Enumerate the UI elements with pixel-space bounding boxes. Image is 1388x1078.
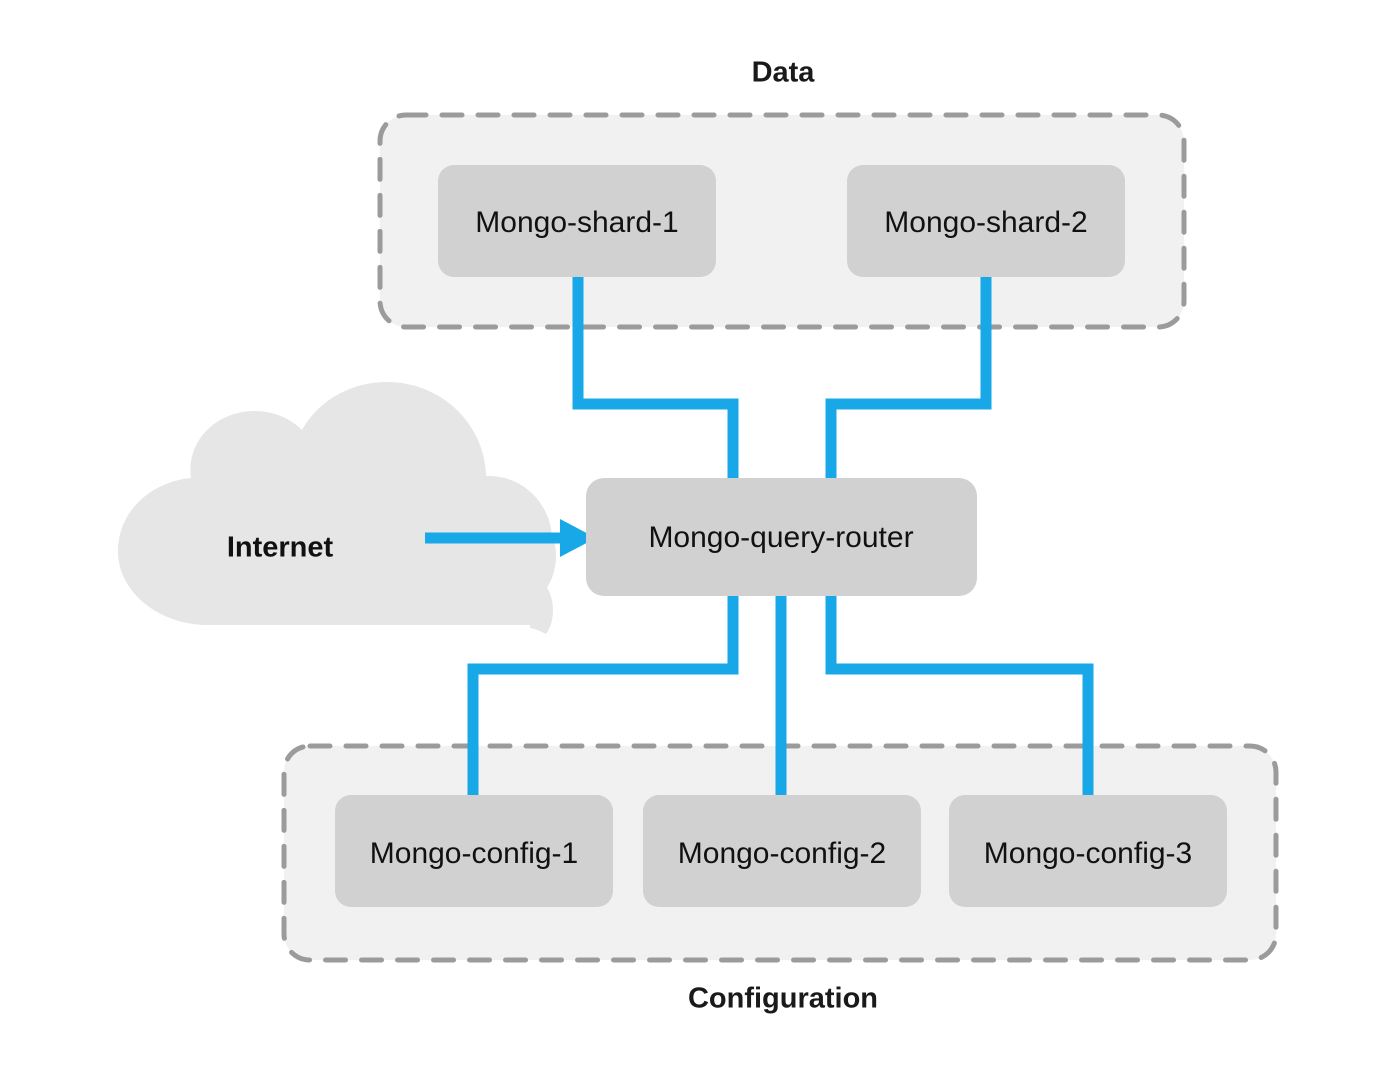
- node-config-1-label: Mongo-config-1: [370, 837, 578, 870]
- node-mongo-shard-2[interactable]: Mongo-shard-2: [847, 165, 1125, 277]
- connector-internet-to-router: [425, 519, 596, 557]
- node-config-2-box: [643, 795, 921, 907]
- node-mongo-shard-1[interactable]: Mongo-shard-1: [438, 165, 716, 277]
- node-config-1-box: [335, 795, 613, 907]
- connector-router-to-config1: [467, 596, 739, 797]
- node-config-2-label: Mongo-config-2: [678, 837, 886, 870]
- connector-shard2-to-router: [825, 276, 992, 478]
- configuration-group-label: Configuration: [688, 983, 878, 1015]
- cloud-icon-base: [118, 487, 556, 625]
- node-mongo-config-3[interactable]: Mongo-config-3: [949, 795, 1227, 907]
- node-shard-2-box: [847, 165, 1125, 277]
- node-query-router-label: Mongo-query-router: [648, 521, 913, 554]
- node-shard-2-label: Mongo-shard-2: [884, 206, 1087, 239]
- node-mongo-config-2[interactable]: Mongo-config-2: [643, 795, 921, 907]
- node-shard-1-label: Mongo-shard-1: [475, 206, 678, 239]
- node-config-3-box: [949, 795, 1227, 907]
- connector-shard1-to-router: [572, 276, 739, 478]
- connector-router-to-config3: [825, 596, 1094, 797]
- arrow-head-icon: [560, 519, 596, 557]
- node-config-3-label: Mongo-config-3: [984, 837, 1192, 870]
- node-mongo-query-router[interactable]: Mongo-query-router: [586, 478, 977, 596]
- data-group-label: Data: [752, 57, 816, 89]
- node-internet[interactable]: Internet: [118, 382, 556, 634]
- node-shard-1-box: [438, 165, 716, 277]
- node-mongo-config-1[interactable]: Mongo-config-1: [335, 795, 613, 907]
- node-query-router-box: [586, 478, 977, 596]
- node-internet-label: Internet: [227, 532, 334, 564]
